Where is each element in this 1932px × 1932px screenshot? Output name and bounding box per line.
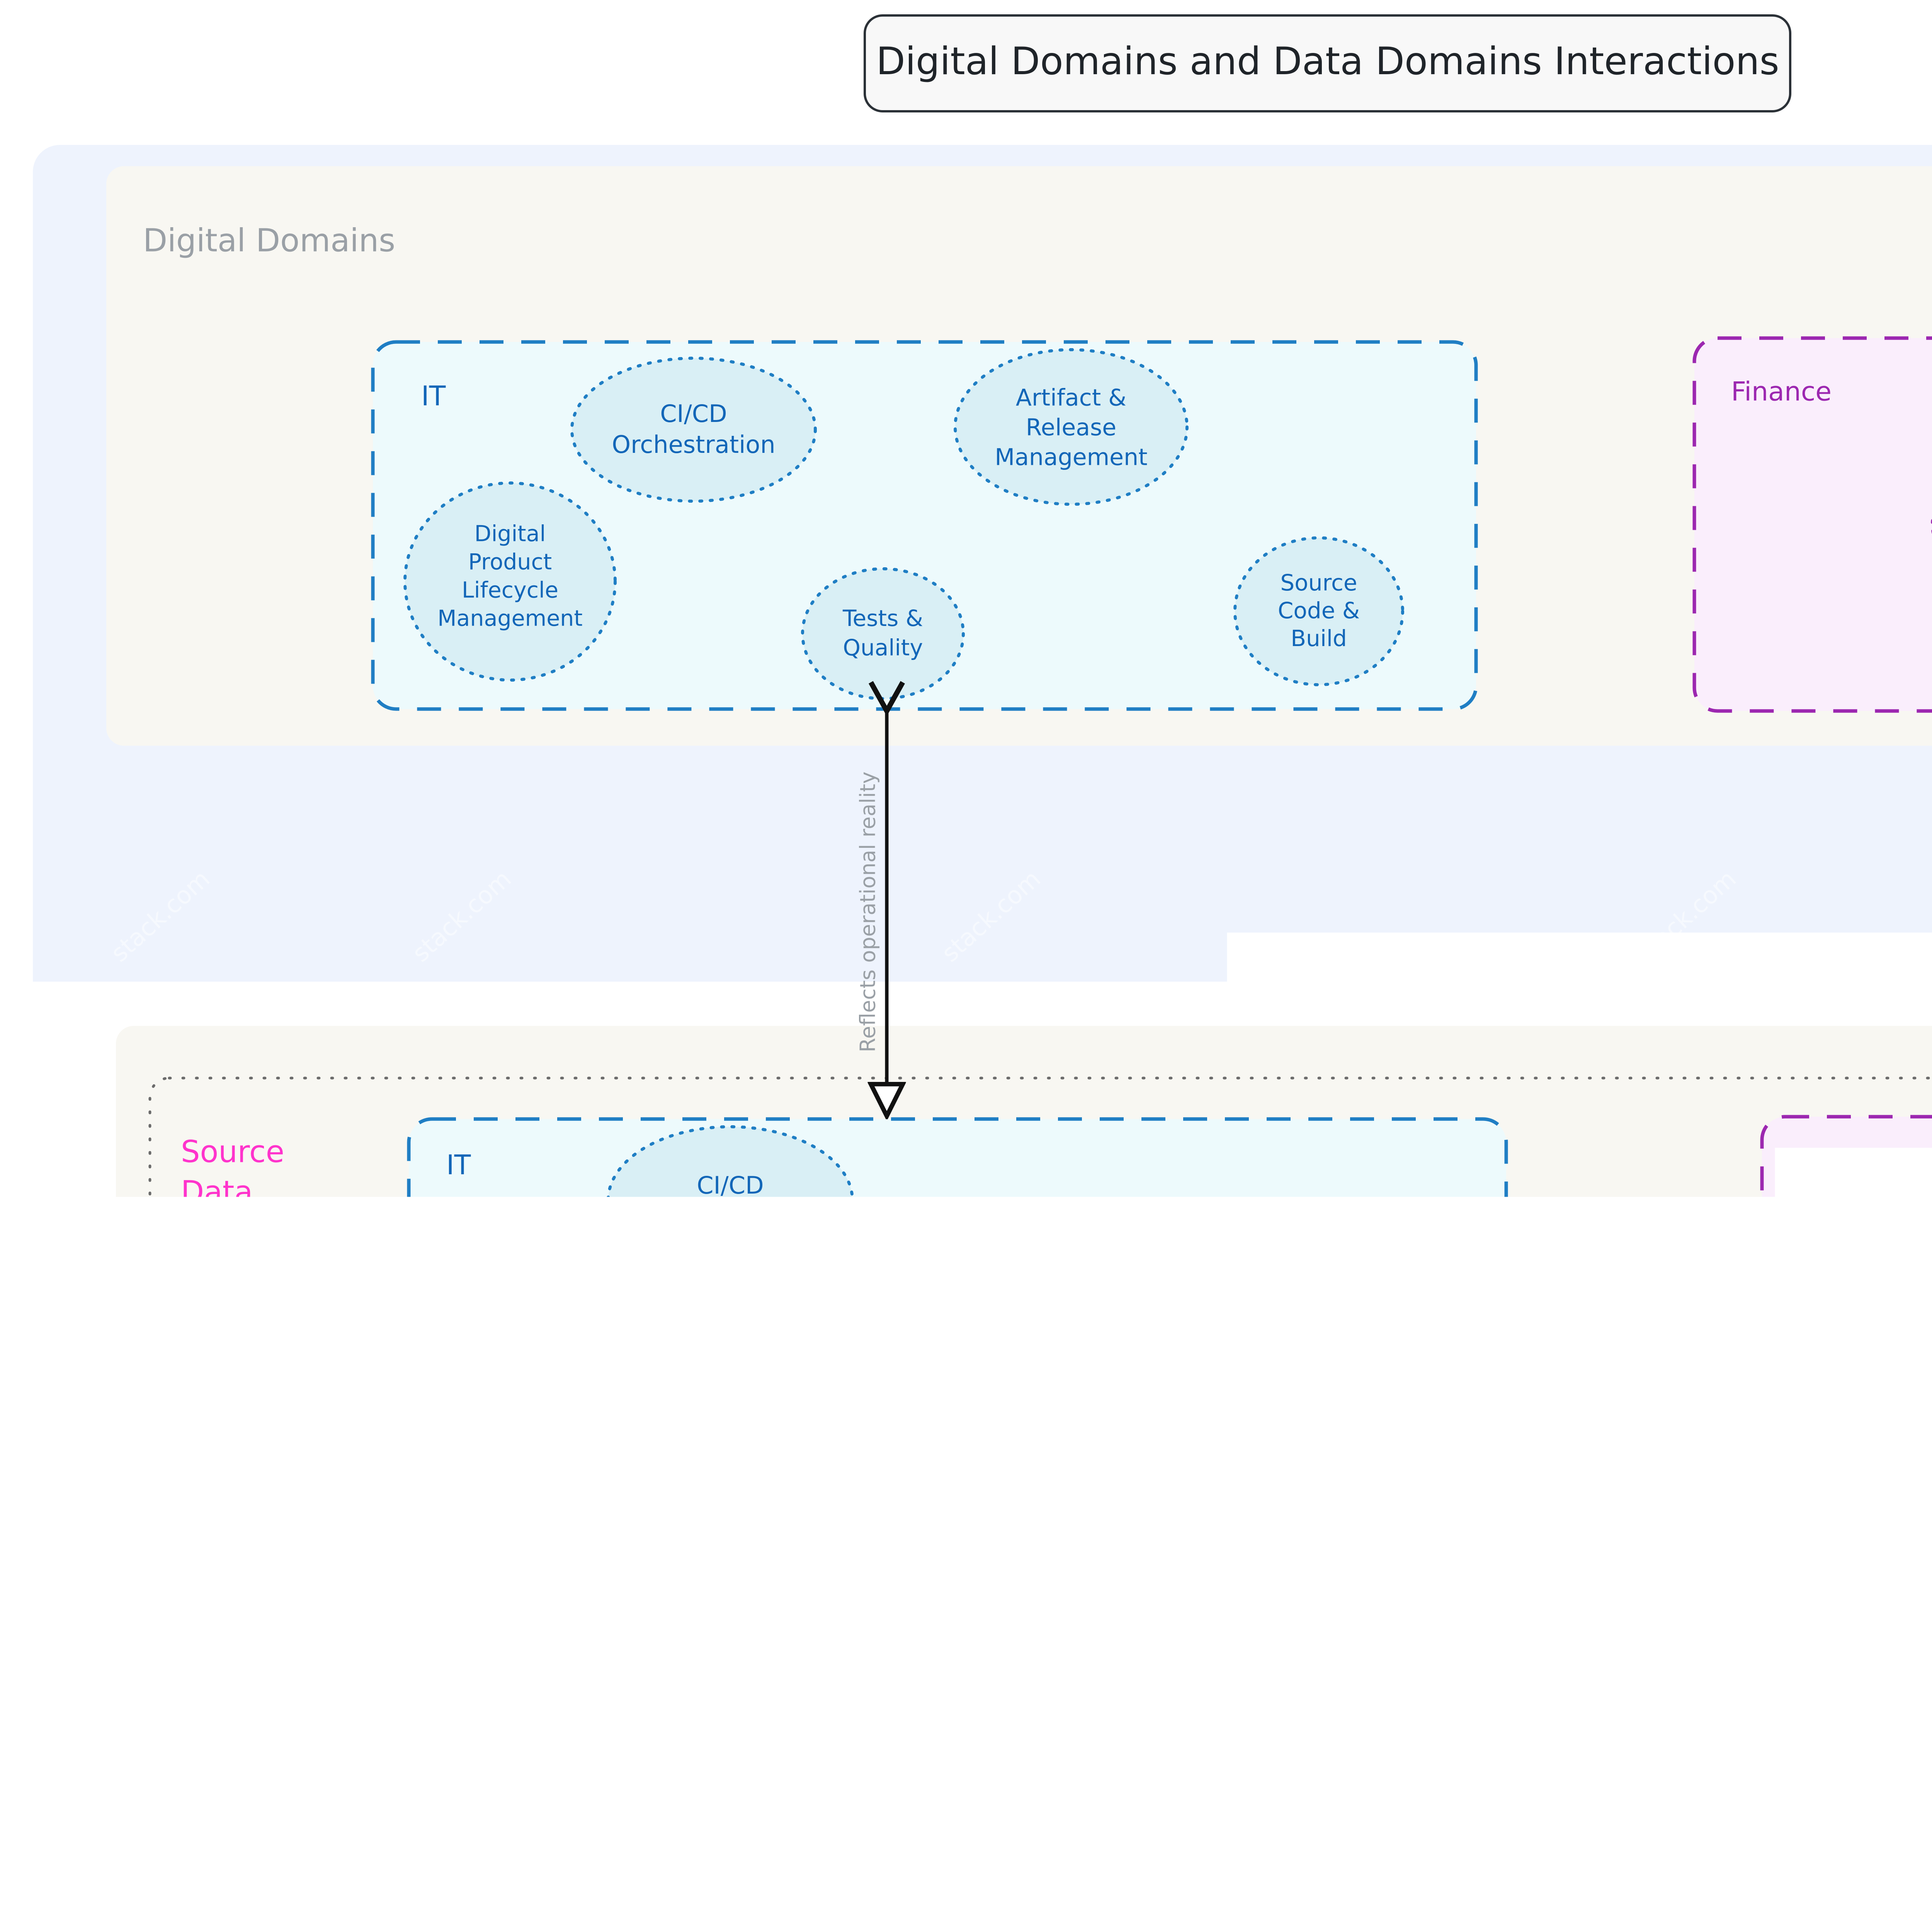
svg-text:Code &: Code & — [1316, 1369, 1398, 1395]
node-cicd-orchestration[interactable]: CI/CD Orchestration — [608, 1127, 852, 1274]
node-tests-quality[interactable]: Tests & Quality — [803, 569, 963, 699]
svg-text:Lifecycle: Lifecycle — [462, 578, 558, 603]
svg-text:CI/CD: CI/CD — [697, 1171, 764, 1199]
svg-text:Artifact &: Artifact & — [1065, 1268, 1176, 1295]
svg-text:Digital: Digital — [509, 1293, 581, 1319]
svg-text:Lifecycle: Lifecycle — [497, 1350, 593, 1375]
svg-text:Tests &: Tests & — [857, 1310, 937, 1336]
svg-text:Management: Management — [1044, 1328, 1197, 1355]
svg-text:Artifact &: Artifact & — [1016, 384, 1126, 412]
aggregated-it-group[interactable]: IT Engineering Productivity Metrics Team… — [424, 1728, 1279, 1932]
node-digital-product-lifecycle-management[interactable]: Digital Product Lifecycle Management — [440, 1254, 650, 1451]
reflects-edge-label: Reflects operational reality — [856, 772, 880, 1053]
source-finance-label: Finance — [1797, 1152, 1897, 1183]
data-domains-section: Data Domains Source Data Product IT CI/C… — [116, 1026, 1932, 1932]
svg-text:Source: Source — [1280, 570, 1357, 596]
svg-text:Product: Product — [468, 549, 552, 575]
svg-text:Build: Build — [1329, 1396, 1385, 1423]
svg-text:Build: Build — [1291, 625, 1347, 651]
svg-text:Tests &: Tests & — [842, 605, 923, 631]
svg-text:Quality: Quality — [857, 1339, 937, 1366]
svg-text:Management: Management — [995, 444, 1147, 471]
source-it-group[interactable]: IT CI/CD Orchestration Digital Product L… — [409, 1119, 1506, 1488]
node-artifact-release-management[interactable]: Artifact & Release Management — [955, 350, 1187, 504]
node-source-code-build[interactable]: Source Code & Build — [1277, 1307, 1437, 1458]
svg-text:Digital: Digital — [474, 521, 546, 547]
digital-finance-label: Finance — [1731, 377, 1832, 407]
svg-text:Management: Management — [472, 1378, 617, 1403]
svg-text:Orchestration: Orchestration — [648, 1201, 812, 1230]
digital-finance-group[interactable]: Finance Digital App Budget Management — [1694, 338, 1932, 711]
node-source-code-build[interactable]: Source Code & Build — [1235, 538, 1403, 685]
band-label-line: Product — [181, 1810, 293, 1844]
digital-it-group[interactable]: IT CI/CD Orchestration Artifact & Releas… — [373, 342, 1476, 709]
node-label: CI/CD — [660, 400, 727, 428]
node-cicd-orchestration[interactable]: CI/CD Orchestration — [572, 358, 815, 501]
digital-domains-section: Digital Domains IT CI/CD Orchestration A… — [106, 166, 1932, 746]
source-it-label: IT — [446, 1149, 471, 1181]
svg-text:Metrics: Metrics — [1038, 1890, 1122, 1917]
node-digital-product-lifecycle-management[interactable]: Digital Product Lifecycle Management — [405, 483, 615, 680]
page-title: Digital Domains and Data Domains Interac… — [876, 39, 1779, 83]
node-tests-quality[interactable]: Tests & Quality — [819, 1261, 975, 1416]
digital-it-label: IT — [421, 380, 446, 412]
svg-text:Quality: Quality — [843, 634, 923, 661]
band-label-line: Aggregated — [181, 1731, 352, 1765]
digital-domains-label: Digital Domains — [143, 222, 395, 259]
svg-text:Release: Release — [1075, 1298, 1166, 1325]
svg-text:Engineering: Engineering — [1010, 1830, 1150, 1857]
svg-text:Release: Release — [1026, 414, 1116, 441]
band-label-line: Source — [181, 1134, 284, 1169]
node-artifact-release-management[interactable]: Artifact & Release Management — [1006, 1210, 1235, 1419]
svg-text:Product: Product — [503, 1321, 587, 1347]
band-label-line: Data — [181, 1770, 251, 1805]
svg-text:Orchestration: Orchestration — [612, 430, 775, 459]
aggregated-it-label: IT — [460, 1763, 485, 1794]
band-label-line: Data — [181, 1175, 253, 1209]
band-label-line: Product — [181, 1215, 295, 1250]
svg-text:Productivity: Productivity — [1011, 1860, 1149, 1887]
svg-text:Code &: Code & — [1278, 597, 1360, 624]
svg-text:Source: Source — [1318, 1341, 1395, 1367]
title-box: Digital Domains and Data Domains Interac… — [865, 15, 1790, 111]
source-finance-group[interactable]: Finance Digital App Budget Management — [1762, 1117, 1932, 1484]
svg-text:Management: Management — [437, 606, 582, 631]
